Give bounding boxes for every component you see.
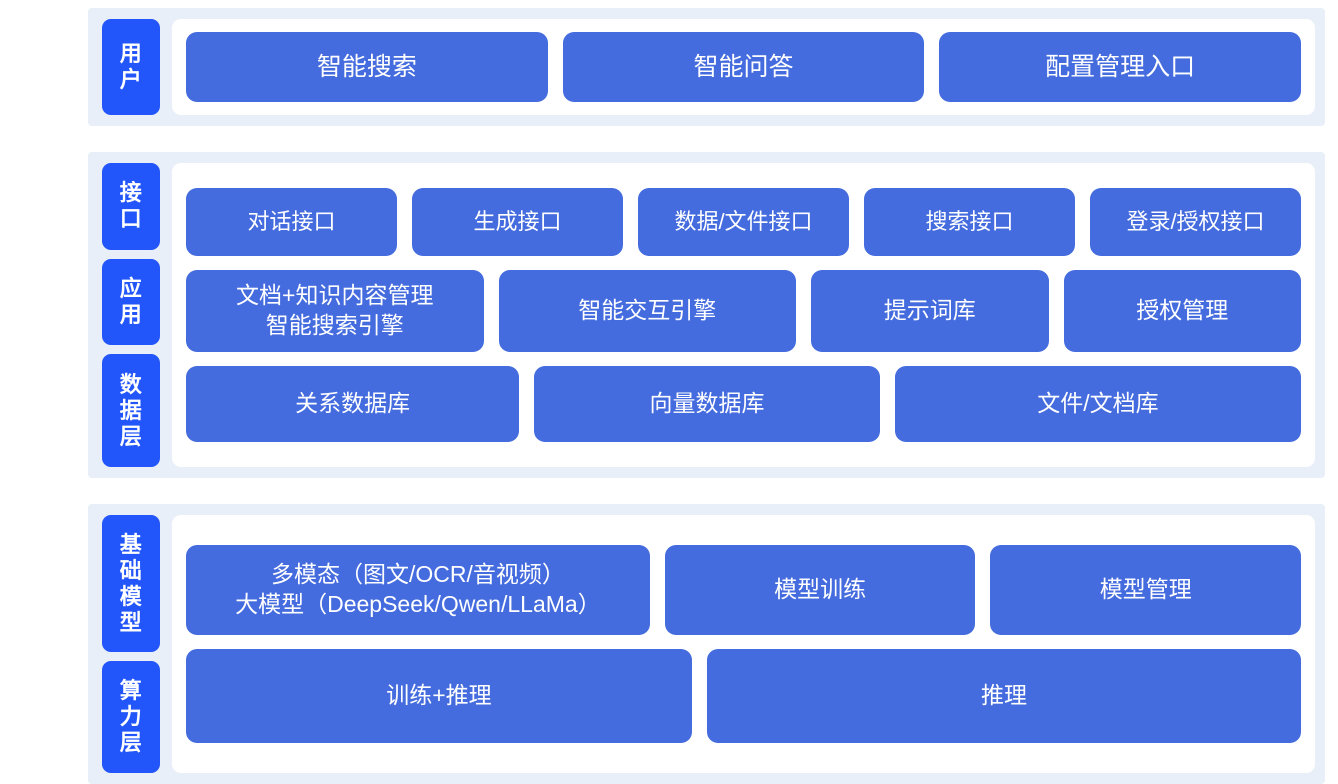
layer-tab-user-char-1: 户	[119, 67, 143, 92]
layer-tab-foundation-model-char-2: 模	[119, 583, 143, 609]
layer-tab-compute: 算 力 层	[102, 661, 160, 774]
layer-tab-interface-char-0: 接	[119, 180, 143, 206]
card-vector-database[interactable]: 向量数据库	[534, 366, 880, 442]
section-infra: 基 础 模 型 算 力 层 多模态（图文/OCR/音视频） 大模型（DeepSe…	[88, 504, 1325, 784]
section-middle: 接 口 应 用 数 据 层 对话接口 生成接口 数据/文件接口 搜索接口 登录/…	[88, 152, 1325, 478]
layer-tab-interface: 接 口	[102, 163, 160, 250]
row-user-entries: 智能搜索 智能问答 配置管理入口	[186, 32, 1302, 102]
panel-infra: 多模态（图文/OCR/音视频） 大模型（DeepSeek/Qwen/LLaMa）…	[172, 515, 1315, 773]
row-compute: 训练+推理 推理	[186, 649, 1301, 743]
card-training-inference[interactable]: 训练+推理	[186, 649, 692, 743]
card-dialog-interface[interactable]: 对话接口	[186, 188, 397, 256]
layer-tab-compute-char-0: 算	[119, 678, 143, 704]
card-smart-interaction-engine[interactable]: 智能交互引擎	[498, 270, 796, 352]
card-relational-database[interactable]: 关系数据库	[186, 366, 520, 442]
card-generation-interface[interactable]: 生成接口	[412, 188, 623, 256]
card-prompt-library[interactable]: 提示词库	[811, 270, 1049, 352]
card-authorization-management[interactable]: 授权管理	[1063, 270, 1301, 352]
card-model-management[interactable]: 模型管理	[990, 545, 1302, 635]
card-data-file-interface[interactable]: 数据/文件接口	[638, 188, 849, 256]
row-application: 文档+知识内容管理 智能搜索引擎 智能交互引擎 提示词库 授权管理	[186, 270, 1301, 352]
card-search-interface[interactable]: 搜索接口	[864, 188, 1075, 256]
layer-tab-data: 数 据 层	[102, 354, 160, 468]
row-data: 关系数据库 向量数据库 文件/文档库	[186, 366, 1301, 442]
section-user: 用 户 智能搜索 智能问答 配置管理入口	[88, 8, 1325, 126]
layer-tab-user-char-0: 用	[119, 41, 143, 67]
card-doc-knowledge-management[interactable]: 文档+知识内容管理 智能搜索引擎	[186, 270, 484, 352]
layer-label-column-user: 用 户	[102, 19, 160, 115]
card-multimodal-large-model[interactable]: 多模态（图文/OCR/音视频） 大模型（DeepSeek/Qwen/LLaMa）	[186, 545, 650, 635]
layer-tab-foundation-model-char-0: 基	[119, 531, 143, 557]
layer-tab-compute-char-2: 层	[119, 730, 143, 756]
layer-tab-data-char-2: 层	[119, 423, 143, 449]
layer-tab-foundation-model: 基 础 模 型	[102, 515, 160, 653]
card-file-document-store[interactable]: 文件/文档库	[894, 366, 1301, 442]
layer-tab-foundation-model-char-3: 型	[119, 609, 143, 635]
layer-label-column-middle: 接 口 应 用 数 据 层	[102, 163, 160, 468]
layer-tab-application-char-1: 用	[119, 302, 143, 328]
card-smart-qa[interactable]: 智能问答	[562, 32, 925, 102]
layer-tab-interface-char-1: 口	[119, 206, 143, 232]
row-interface: 对话接口 生成接口 数据/文件接口 搜索接口 登录/授权接口	[186, 188, 1301, 256]
row-model: 多模态（图文/OCR/音视频） 大模型（DeepSeek/Qwen/LLaMa）…	[186, 545, 1302, 635]
layer-tab-application-char-0: 应	[119, 276, 143, 302]
layer-tab-data-char-0: 数	[119, 371, 143, 397]
card-smart-search[interactable]: 智能搜索	[186, 32, 548, 102]
layer-tab-compute-char-1: 力	[119, 704, 143, 730]
panel-middle: 对话接口 生成接口 数据/文件接口 搜索接口 登录/授权接口 文档+知识内容管理…	[172, 163, 1315, 467]
card-model-training[interactable]: 模型训练	[664, 545, 976, 635]
layer-tab-user: 用 户	[102, 19, 160, 115]
card-inference[interactable]: 推理	[706, 649, 1301, 743]
layer-tab-application: 应 用	[102, 258, 160, 346]
panel-user: 智能搜索 智能问答 配置管理入口	[172, 19, 1315, 115]
card-login-auth-interface[interactable]: 登录/授权接口	[1090, 188, 1301, 256]
layer-tab-foundation-model-char-1: 础	[119, 557, 143, 583]
layer-label-column-infra: 基 础 模 型 算 力 层	[102, 515, 160, 774]
card-config-management-entry[interactable]: 配置管理入口	[939, 32, 1302, 102]
layer-tab-data-char-1: 据	[119, 397, 143, 423]
